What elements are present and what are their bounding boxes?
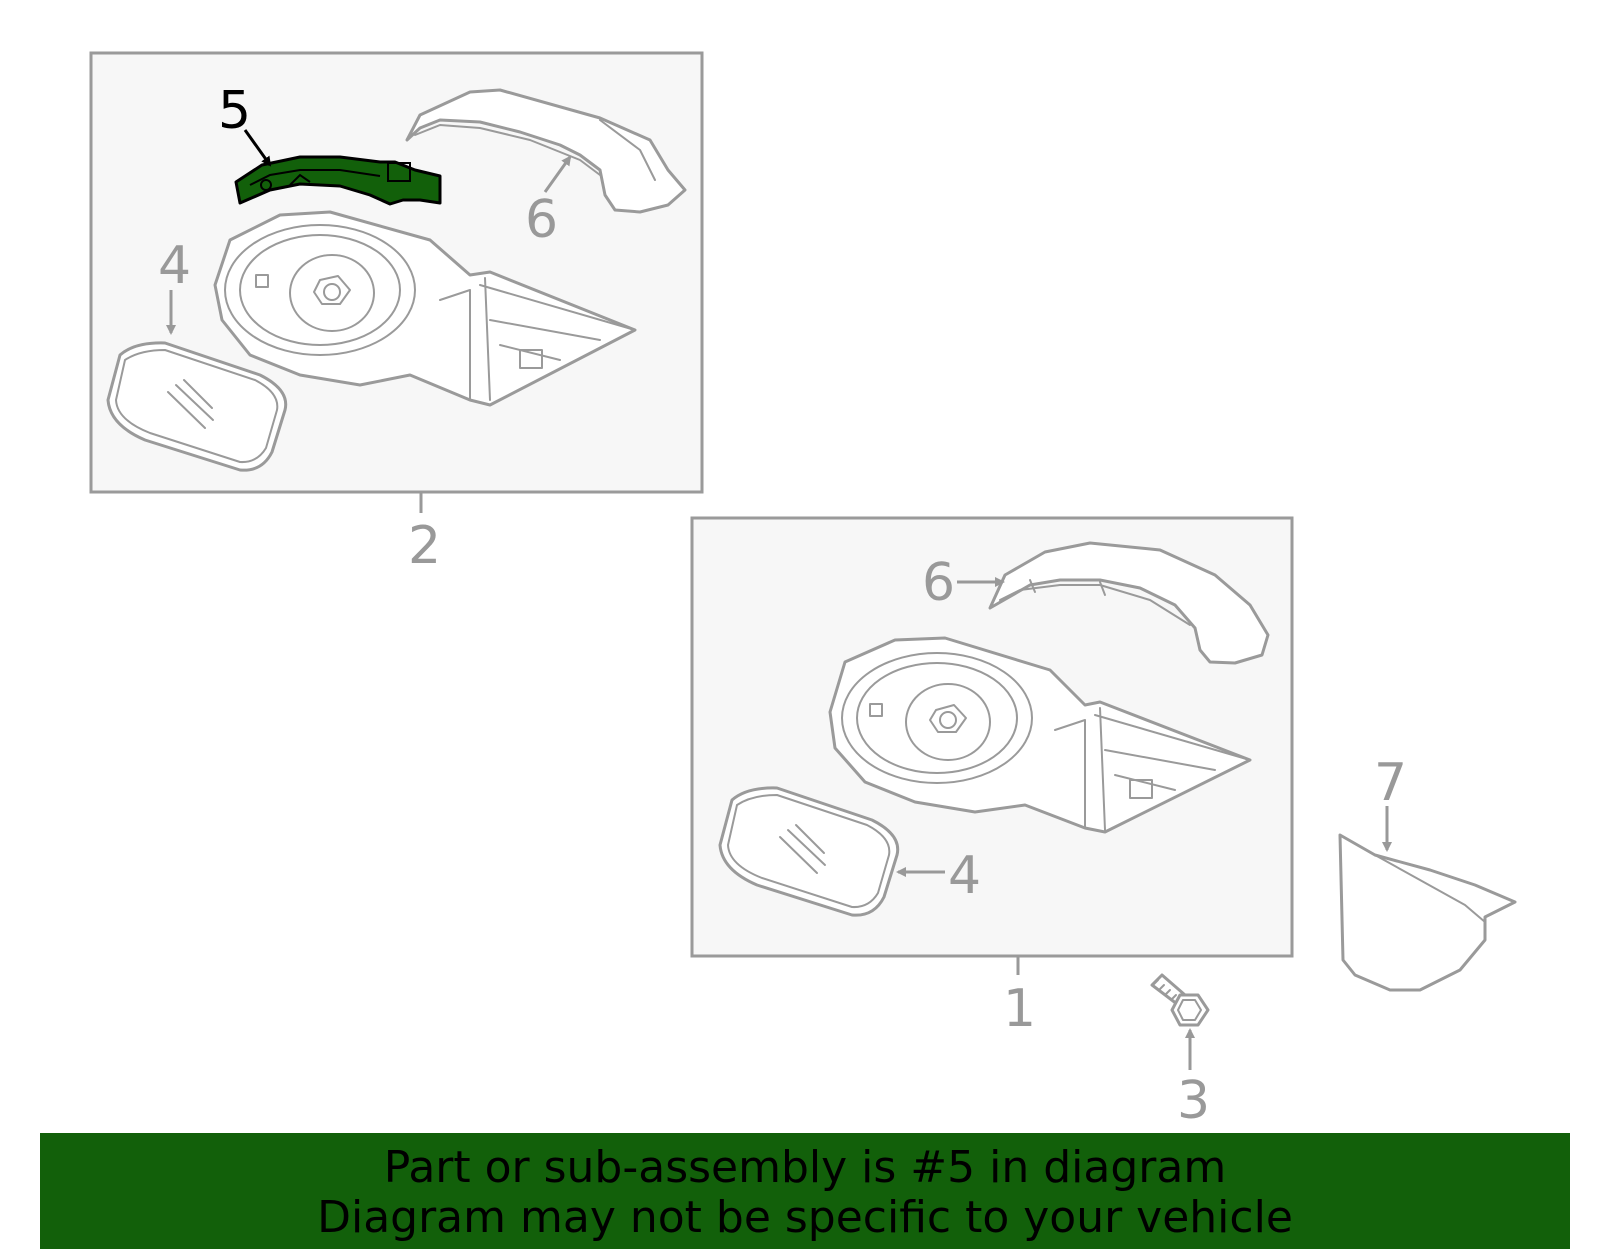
mirror-housing-lower: [828, 636, 1252, 834]
info-banner: Part or sub-assembly is #5 in diagram Di…: [40, 1133, 1570, 1249]
part-5-signal-lamp: [234, 155, 442, 206]
assembly-2-group: 4 5 6: [89, 51, 704, 494]
part-7-cover: [1338, 833, 1517, 992]
callout-6b: 6: [922, 553, 955, 613]
part-4-mirror-glass-lower: [718, 786, 900, 917]
mirror-housing-upper: [213, 210, 637, 407]
leader-6a: [543, 155, 572, 193]
part-3-bolt: [1150, 973, 1210, 1027]
leader-5: [243, 129, 272, 167]
assembly-1-group: 6 4: [690, 516, 1294, 958]
callout-1: 1: [1003, 979, 1036, 1039]
callout-4b: 4: [948, 846, 981, 906]
callout-5: 5: [218, 81, 251, 141]
banner-line-2: Diagram may not be specific to your vehi…: [317, 1192, 1293, 1243]
callout-2: 2: [408, 516, 441, 576]
part-6-cover-lower: [988, 541, 1270, 665]
callout-3: 3: [1177, 1071, 1210, 1131]
callout-4a: 4: [158, 236, 191, 296]
callout-7: 7: [1374, 753, 1407, 813]
part-6-cover-upper: [405, 88, 687, 214]
banner-line-1: Part or sub-assembly is #5 in diagram: [383, 1142, 1227, 1193]
part-4-mirror-glass-upper: [106, 341, 288, 472]
callout-6a: 6: [525, 190, 558, 250]
